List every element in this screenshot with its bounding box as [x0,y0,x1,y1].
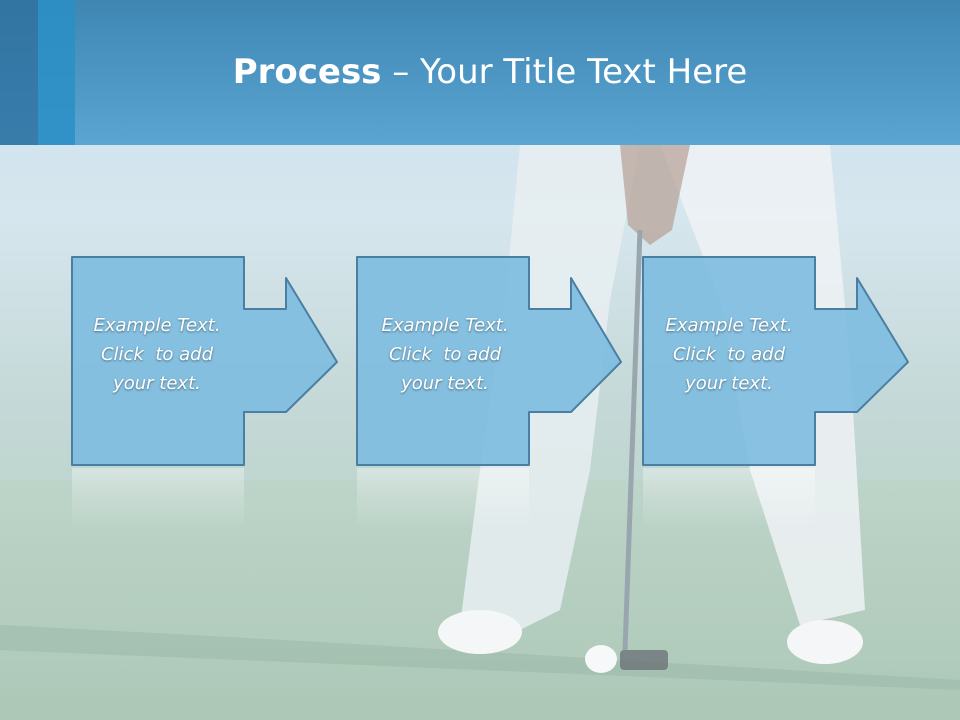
title-rest: – Your Title Text Here [381,52,748,92]
left-shoe [438,610,522,654]
step-line: Click to add [672,344,785,365]
step-line: your text. [113,373,201,394]
process-step-3-text[interactable]: Example Text. Click to add your text. [644,311,814,398]
header-accent-stripe [0,0,38,145]
putter-shaft [622,229,643,651]
hands [620,145,690,245]
step-line: Example Text. [381,315,509,336]
process-step-3[interactable] [642,256,909,528]
putter-head [620,650,668,670]
step-line: your text. [685,373,773,394]
step-line: Example Text. [93,315,221,336]
step-line: Click to add [100,344,213,365]
shadow [0,625,960,690]
title-bar [0,0,960,145]
golf-ball [585,645,617,673]
process-step-1-text[interactable]: Example Text. Click to add your text. [72,311,242,398]
step-line: Example Text. [665,315,793,336]
step-line: Click to add [388,344,501,365]
right-shoe [787,620,863,664]
process-step-2[interactable] [356,256,622,528]
header-accent-stripe-light [38,0,75,145]
process-step-2-text[interactable]: Example Text. Click to add your text. [360,311,530,398]
process-step-1[interactable] [71,256,338,528]
step-line: your text. [401,373,489,394]
title-bold: Process [232,52,382,92]
slide-title[interactable]: Process – Your Title Text Here [0,52,960,92]
